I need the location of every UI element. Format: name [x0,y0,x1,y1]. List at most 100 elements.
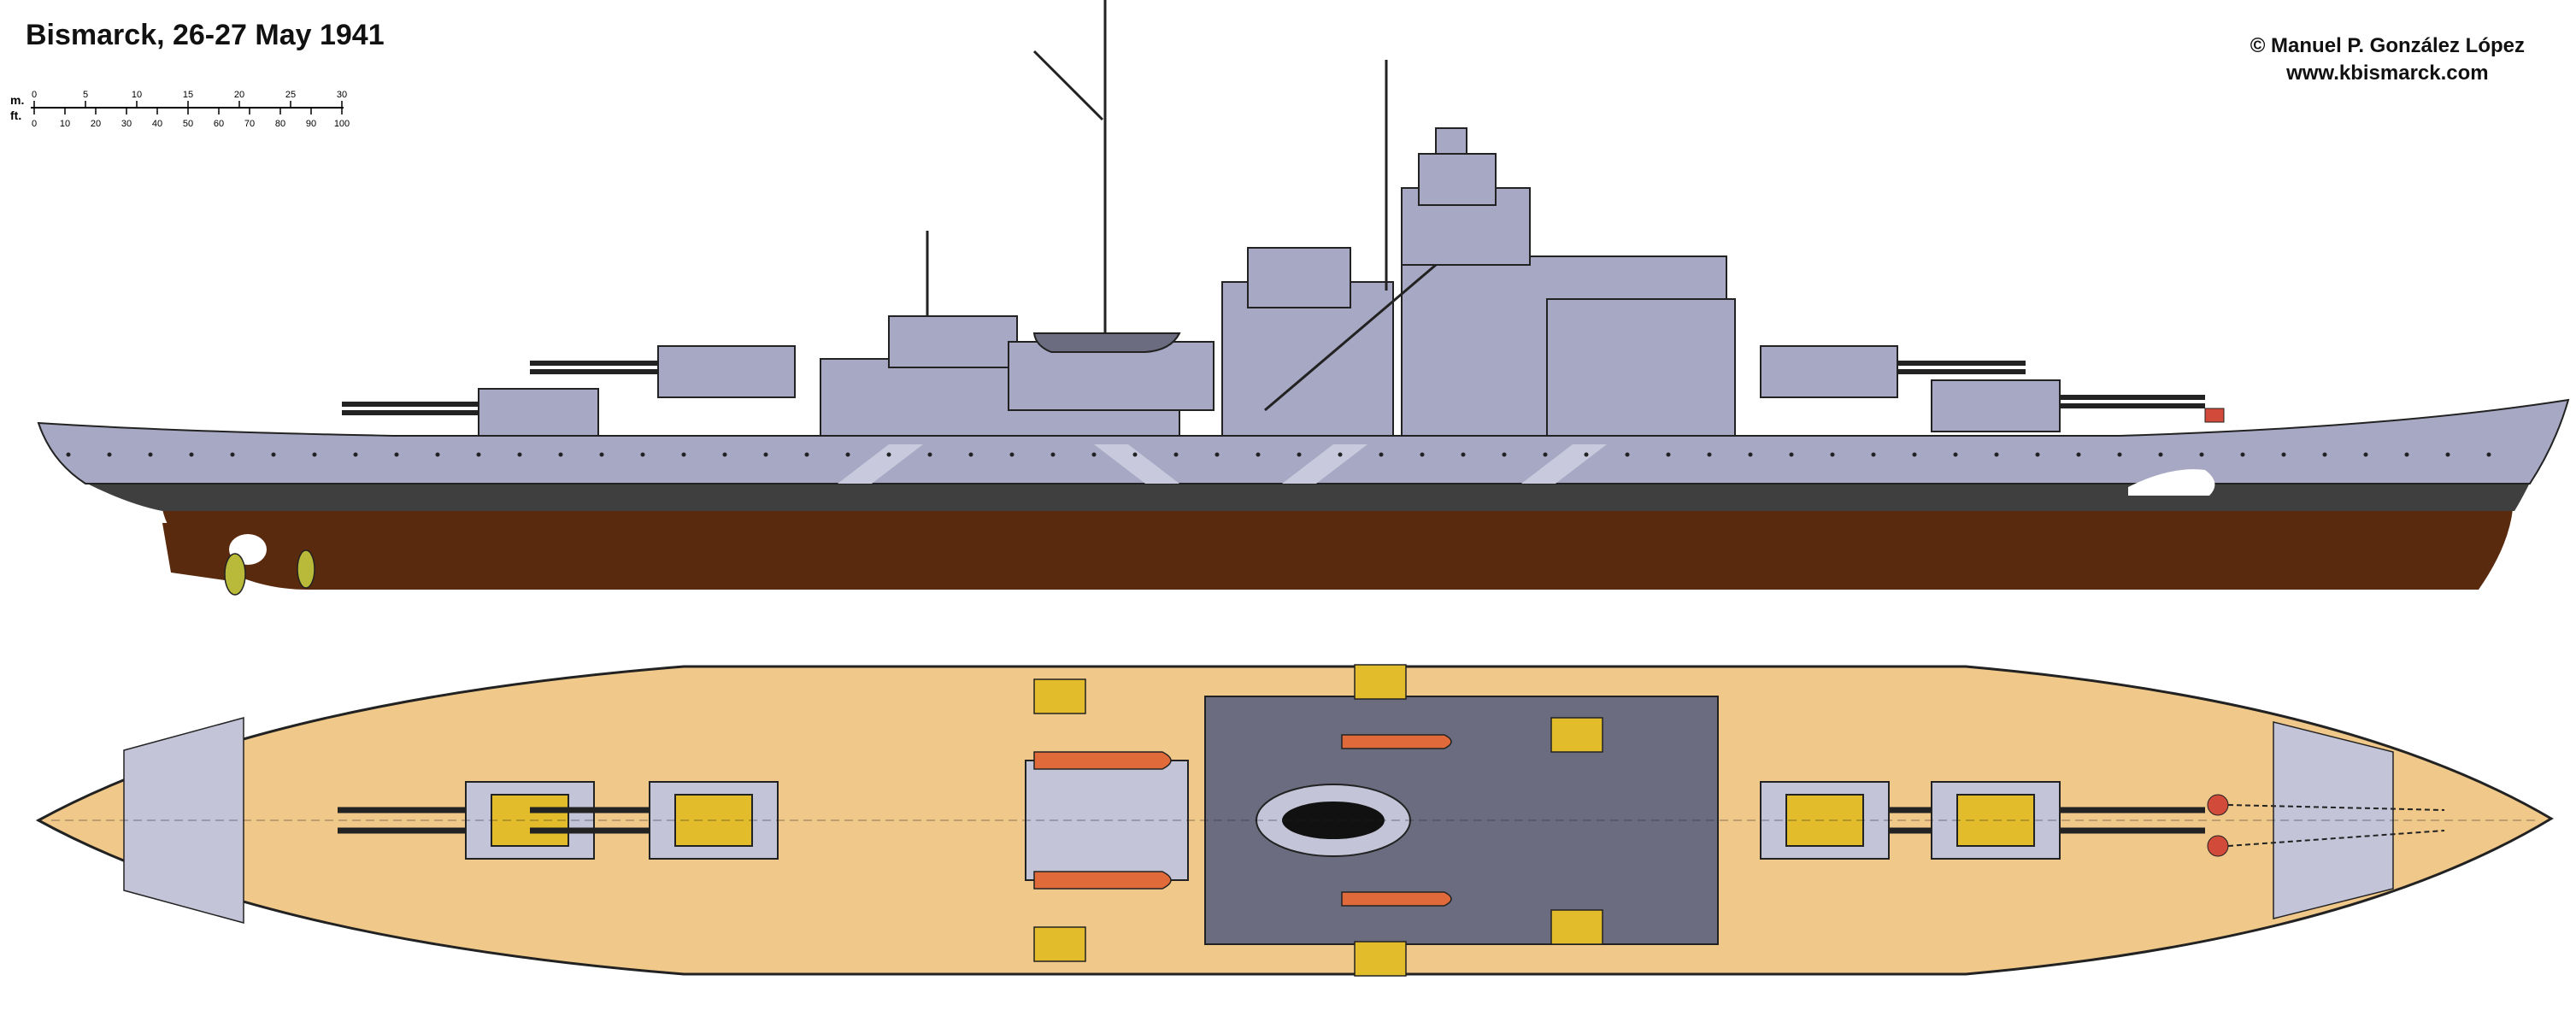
porthole [1461,452,1466,457]
credit-website: www.kbismarck.com [2286,62,2489,85]
sec-turret-2 [1033,926,1086,962]
turret-caesar [530,345,796,398]
porthole [927,452,932,457]
anchor-chain-2 [2227,830,2445,847]
porthole [599,452,604,457]
scale-feet-tick-label: 10 [60,119,70,129]
porthole [476,452,481,457]
propellers [224,549,315,596]
porthole [640,452,645,457]
porthole [271,452,276,457]
funnel-grille [1282,802,1385,839]
porthole [2076,452,2081,457]
hull-below-waterline [162,509,2513,590]
porthole [1789,452,1794,457]
scale-feet-tick-label: 50 [183,119,193,129]
turret-dora [342,388,599,437]
porthole [1338,452,1343,457]
porthole [1748,452,1753,457]
porthole [1707,452,1712,457]
anchor-capstan-1 [2207,794,2229,816]
porthole [1830,452,1835,457]
porthole [517,452,522,457]
scale-meter-tick-label: 30 [337,90,347,100]
sec-turret-1 [1033,678,1086,714]
fore-rangefinder [1435,127,1467,155]
scale-feet-tick-label: 100 [334,119,350,129]
porthole [1953,452,1958,457]
crane-boom [1264,263,1437,412]
forward-tower [1418,153,1497,206]
porthole [1132,452,1138,457]
sec-turret-5 [1550,717,1603,753]
porthole [1502,452,1507,457]
anchor-chain-1 [2227,804,2445,811]
scale-feet-tick-label: 20 [91,119,101,129]
funnel [1247,247,1351,308]
propeller-aft [224,553,246,596]
credit-block: © Manuel P. González López www.kbismarck… [2250,32,2525,87]
sec-turret-6 [1550,909,1603,945]
boat-4 [1341,891,1452,907]
credit-author: © Manuel P. González López [2250,34,2525,57]
scale-feet-tick-label: 60 [214,119,224,129]
propeller-fwd [297,549,315,589]
porthole [1625,452,1630,457]
porthole [66,452,71,457]
porthole [1050,452,1056,457]
masts [926,0,1437,412]
boot-topping [85,483,2530,511]
main-turrets [342,345,2205,437]
scale-meter-tick-label: 0 [32,90,37,100]
porthole [722,452,727,457]
turret-bruno [1760,345,2026,398]
stern-panel [123,717,244,924]
porthole [435,452,440,457]
scale-meter-tick-label: 20 [234,90,244,100]
porthole [1543,452,1548,457]
upper-deck-block [1546,298,1736,437]
porthole [1173,452,1179,457]
porthole [2117,452,2122,457]
bow-jack-marker [2204,408,2225,423]
funnel-base [1008,341,1214,411]
porthole [189,452,194,457]
porthole [2158,452,2163,457]
superstructure [820,127,1736,437]
boat-3 [1341,734,1452,749]
porthole [1420,452,1425,457]
scale-meter-tick-label: 25 [285,90,296,100]
porthole [558,452,563,457]
porthole [312,452,317,457]
porthole [2281,452,2286,457]
porthole [1871,452,1876,457]
turret-anton [1931,379,2205,432]
boats [1033,734,1452,907]
porthole [845,452,850,457]
porthole [107,452,112,457]
porthole [1297,452,1302,457]
porthole [1379,452,1384,457]
bow-panel [2273,721,2394,919]
scale-feet-tick-label: 40 [152,119,162,129]
porthole [2199,452,2204,457]
scale-meter-tick-label: 15 [183,90,193,100]
porthole [1584,452,1589,457]
porthole [1009,452,1015,457]
porthole [968,452,973,457]
porthole [2404,452,2409,457]
scale-feet-tick-label: 0 [32,119,37,129]
boat-2 [1033,871,1172,890]
porthole [1994,452,1999,457]
porthole [2445,452,2450,457]
scale-feet-tick-label: 80 [275,119,285,129]
scale-feet-tick-label: 70 [244,119,255,129]
porthole [230,452,235,457]
sec-turret-3 [1354,664,1407,700]
boat-1 [1033,751,1172,770]
porthole [763,452,768,457]
